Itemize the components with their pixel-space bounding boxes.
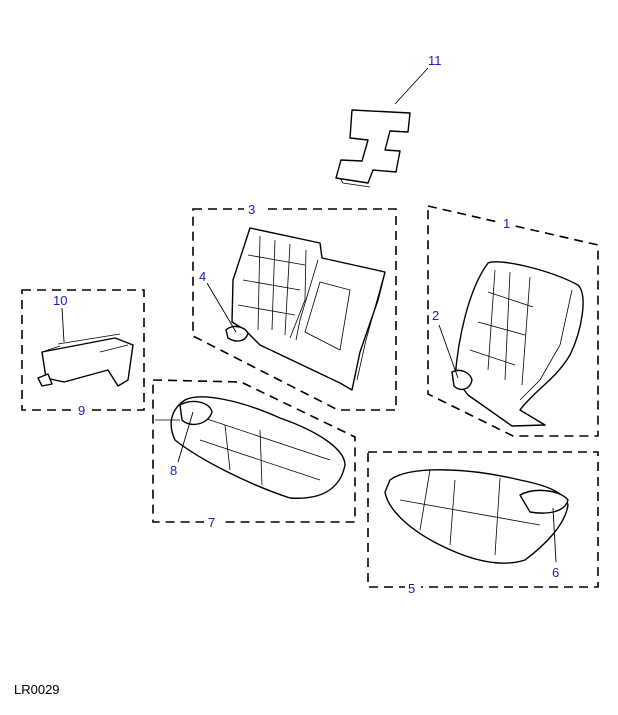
callout-2[interactable]: 2 xyxy=(432,308,439,323)
callout-9[interactable]: 9 xyxy=(78,403,85,418)
group-box-5 xyxy=(367,451,599,588)
diagram-reference-code: LR0029 xyxy=(14,682,60,697)
callout-3[interactable]: 3 xyxy=(248,202,255,217)
callout-8[interactable]: 8 xyxy=(170,463,177,478)
callout-5[interactable]: 5 xyxy=(408,581,415,596)
part-11-pad[interactable] xyxy=(335,109,411,188)
group-box-7 xyxy=(152,379,356,523)
leader-4 xyxy=(206,282,237,333)
group-box-1 xyxy=(427,204,599,437)
leader-2 xyxy=(438,324,459,379)
part-3-rear-seat-back[interactable] xyxy=(225,227,386,391)
callout-6[interactable]: 6 xyxy=(552,565,559,580)
part-5-front-seat-cushion[interactable] xyxy=(384,469,569,564)
callout-1[interactable]: 1 xyxy=(503,216,510,231)
callout-10[interactable]: 10 xyxy=(53,293,67,308)
group-box-3 xyxy=(192,208,397,411)
part-1-front-seat-back[interactable] xyxy=(451,261,584,427)
part-10-armrest[interactable] xyxy=(37,333,134,387)
leader-8 xyxy=(177,411,194,463)
leader-6 xyxy=(552,507,557,563)
leader-11 xyxy=(394,67,429,105)
leader-10 xyxy=(61,307,65,343)
callout-11[interactable]: 11 xyxy=(428,53,442,68)
part-7-rear-seat-cushion[interactable] xyxy=(155,396,346,499)
callout-7[interactable]: 7 xyxy=(208,515,215,530)
callout-4[interactable]: 4 xyxy=(199,269,206,284)
